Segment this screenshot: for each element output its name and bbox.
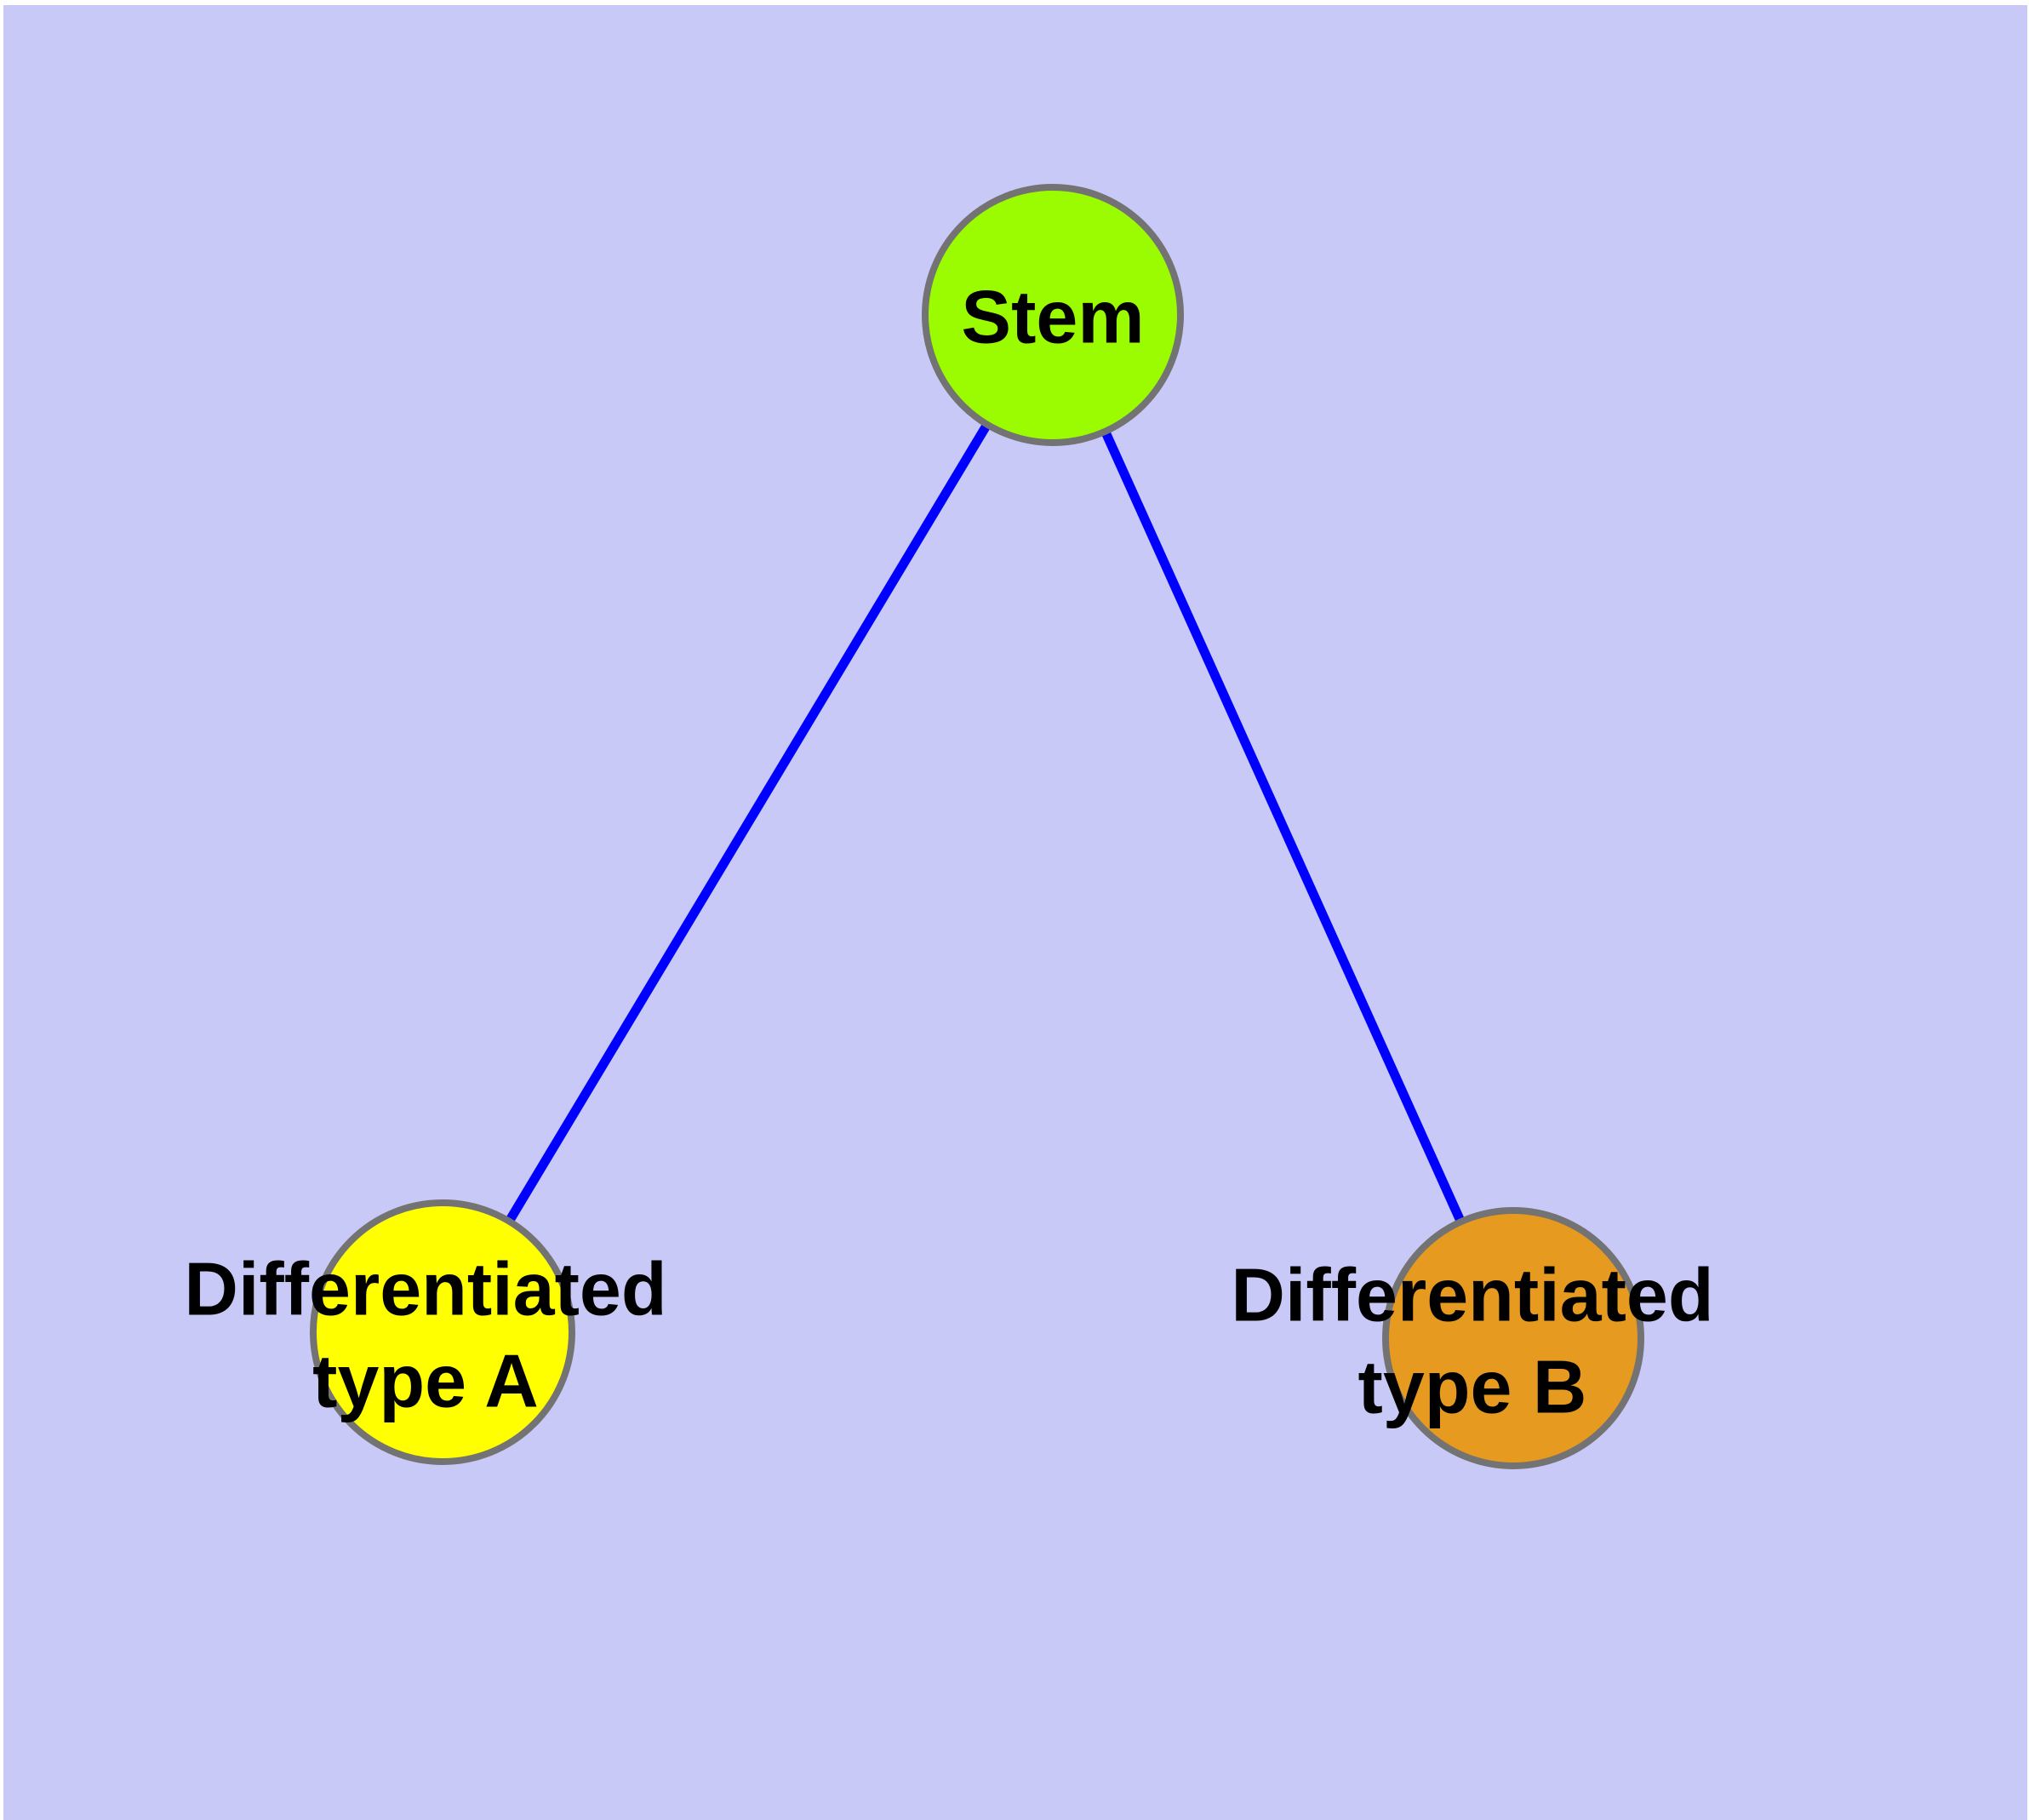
node-differentiated-type-b-label-line-1: Differentiated bbox=[1231, 1253, 1713, 1337]
node-stem-circle bbox=[922, 184, 1184, 446]
edge-stem-to-differentiated-type-a bbox=[438, 312, 1057, 1335]
node-differentiated-type-b-circle bbox=[1382, 1207, 1644, 1469]
node-differentiated-type-b-label-line-2: type B bbox=[1358, 1345, 1587, 1429]
node-differentiated-type-a-label-line-2: type A bbox=[312, 1339, 539, 1423]
nodes-layer bbox=[310, 184, 1644, 1469]
node-stem-label-line-1: Stem bbox=[961, 275, 1144, 359]
node-differentiated-type-a-circle bbox=[310, 1199, 575, 1465]
edge-stem-to-differentiated-type-b bbox=[1048, 312, 1518, 1341]
node-differentiated-type-a-label-line-1: Differentiated bbox=[184, 1247, 666, 1331]
edges-layer bbox=[438, 312, 1518, 1341]
